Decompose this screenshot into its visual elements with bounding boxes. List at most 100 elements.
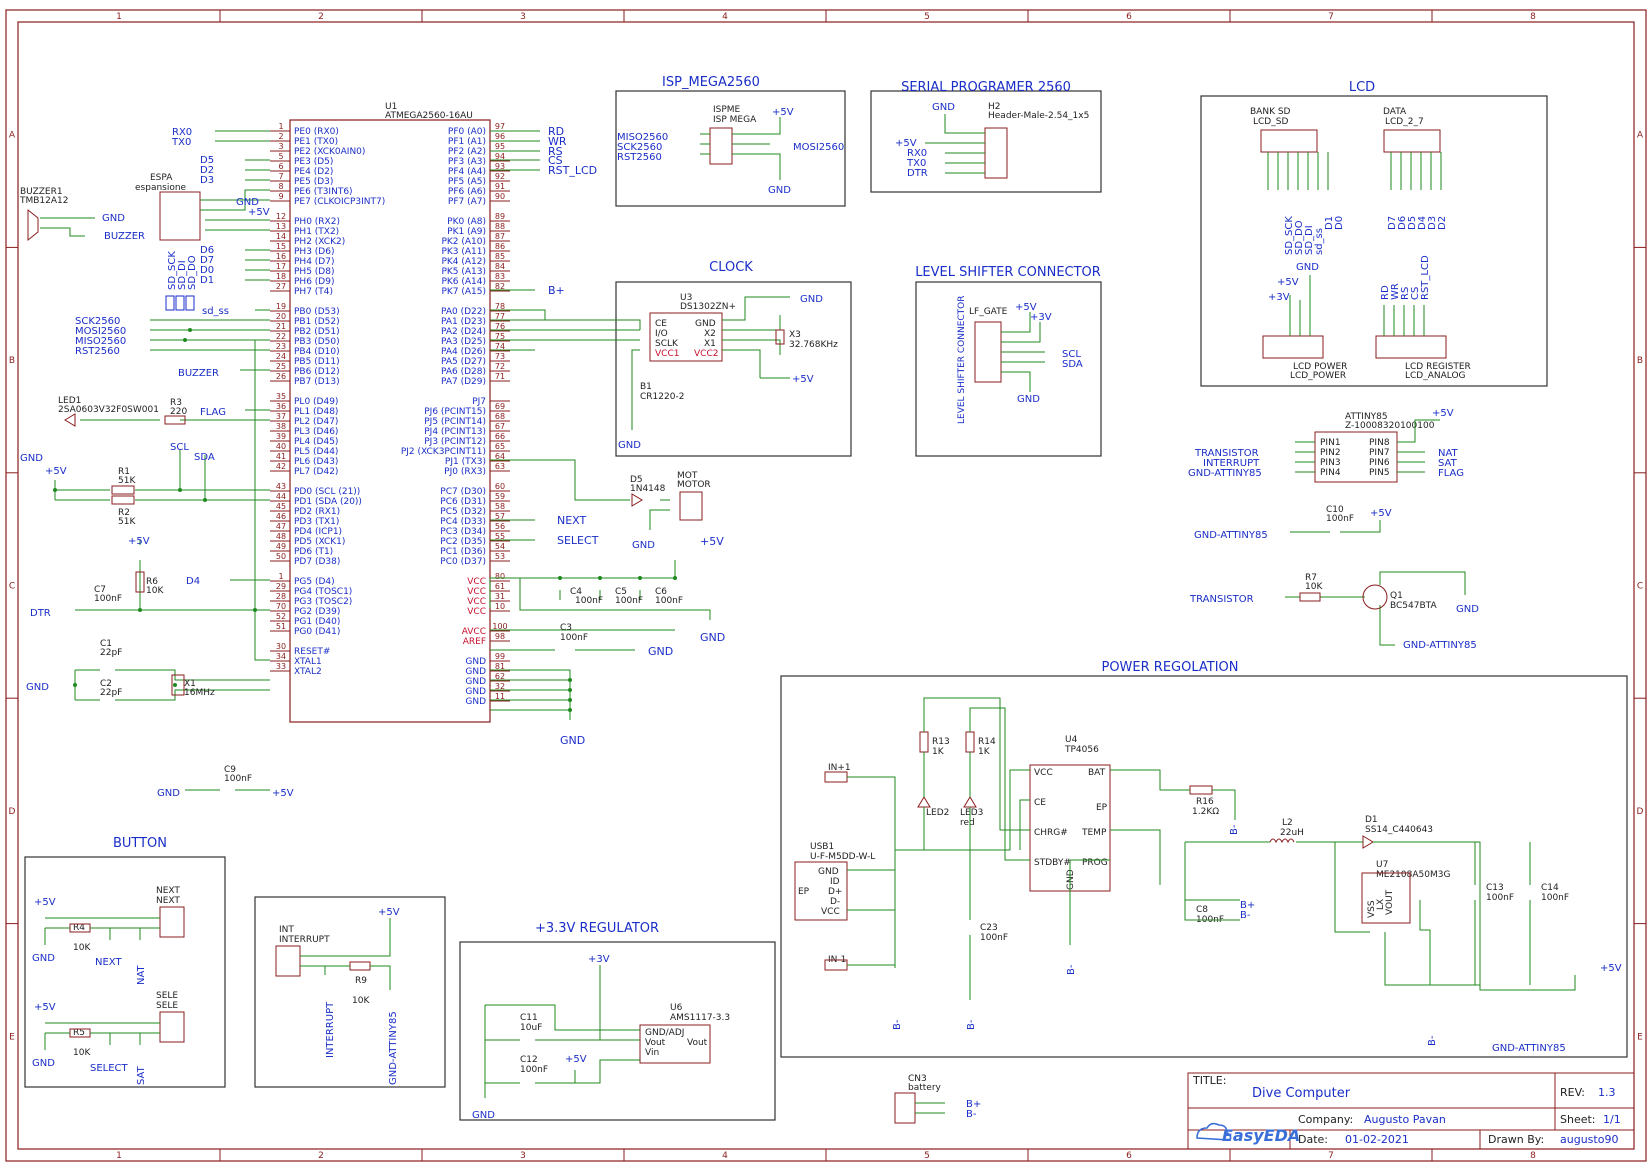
lcd-sd-header	[1260, 129, 1318, 153]
lcd-bank-sd: BANK SD	[1250, 107, 1291, 117]
mcu-pin-number: 97	[495, 122, 505, 131]
mcu-pin-label: PJ2 (XCK3PCINT11)	[401, 447, 486, 457]
boost-u7	[1361, 872, 1411, 924]
net-d2: D2	[200, 165, 214, 176]
mcu-pin-label: PB4 (D10)	[294, 347, 340, 357]
mcu-pin-number: 14	[276, 232, 286, 241]
d1-ref: D1	[1365, 815, 1378, 825]
rtc-ce: CE	[655, 319, 667, 329]
net-d0: D0	[200, 265, 214, 276]
mcu-pin-label: PB2 (D51)	[294, 327, 340, 337]
mcu-pin-label: PD3 (TX1)	[294, 517, 339, 527]
mcu-pin-number: 55	[495, 532, 505, 541]
clock-5v: +5V	[792, 374, 814, 385]
tb-rev-label: REV:	[1560, 1086, 1585, 1099]
mcu-pin-label: PB5 (D11)	[294, 357, 340, 367]
mcu-pin-label: PF3 (A3)	[448, 157, 486, 167]
mcu-pin-number: 9	[278, 192, 283, 201]
attiny-part: Z-10008320100100	[1345, 421, 1435, 431]
mcu-pin-label: PE4 (D2)	[294, 167, 333, 177]
lcd-data: DATA	[1383, 107, 1407, 117]
espa-5v: +5V	[248, 207, 270, 218]
cn3-ref: CN3	[908, 1074, 927, 1084]
mcu-pin-number: 84	[495, 262, 505, 271]
mcu-pin-label: PL4 (D45)	[294, 437, 338, 447]
attiny-ref: ATTINY85	[1345, 412, 1388, 422]
level-shifter-connector	[974, 321, 1002, 383]
mcu-pin-label: GND	[465, 657, 486, 667]
lcd-register-header	[1375, 335, 1447, 359]
mcu-pin-number: 85	[495, 252, 505, 261]
mcu-pin-label: VCC	[467, 587, 486, 597]
u7-ref: U7	[1376, 860, 1388, 870]
net-rd: RD	[548, 125, 564, 138]
mcu-pin-label: PK6 (A14)	[441, 277, 486, 287]
mcu-pin-number: 44	[276, 492, 286, 501]
r13-value: 1K	[932, 747, 945, 757]
c4-ref: C4	[570, 587, 582, 597]
int-5v: +5V	[378, 907, 400, 918]
attiny-pin3: PIN3	[1320, 458, 1341, 468]
serial-gnd: GND	[932, 102, 955, 113]
q1-transistor: TRANSISTOR	[1189, 594, 1254, 605]
mcu-pin-number: 71	[495, 372, 505, 381]
c8-bplus: B+	[1240, 900, 1255, 911]
mcu-pin-label: PA1 (D23)	[441, 317, 486, 327]
frame-col-bottom: 2	[318, 1151, 324, 1161]
lcd-data-header	[1383, 129, 1441, 153]
lcd-net-rst: RST_LCD	[1420, 255, 1431, 300]
isp-5v: +5V	[772, 107, 794, 118]
u6-ref: U6	[670, 1003, 683, 1013]
button-next[interactable]	[159, 906, 185, 938]
r6-symbol	[135, 571, 145, 593]
mcu-pin-number: 33	[276, 662, 286, 671]
u7-vout: VOUT	[1385, 889, 1395, 915]
mcu-pin-label: AVCC	[462, 627, 486, 637]
net-rx0: RX0	[172, 127, 192, 138]
net-d4: D4	[186, 576, 200, 587]
net-d7: D7	[200, 255, 214, 266]
mcu-pin-number: 74	[495, 342, 505, 351]
mcu-pin-label: PG3 (TOSC2)	[294, 597, 352, 607]
frame-col-top: 4	[722, 12, 728, 22]
mcu-pin-label: PK0 (A8)	[447, 217, 486, 227]
sele-ref: SELE	[156, 991, 178, 1001]
mcu-pin-label: PJ5 (PCINT14)	[424, 417, 486, 427]
espa-gnd: GND	[236, 197, 259, 208]
mcu-pin-label: PK4 (A12)	[441, 257, 486, 267]
r1-symbol	[111, 485, 135, 495]
mcu-pin-label: VCC	[467, 607, 486, 617]
mcu-pin-number: 82	[495, 282, 505, 291]
usb-ref: USB1	[810, 842, 834, 852]
mcu-pin-label: GND	[465, 697, 486, 707]
r14-ref: R14	[978, 737, 996, 747]
u7-vss: VSS	[1367, 900, 1377, 918]
button-select[interactable]	[159, 1011, 185, 1043]
int-gnd-attiny: GND-ATTINY85	[388, 1011, 399, 1085]
mcu-pin-number: 31	[495, 592, 505, 601]
r2-symbol	[111, 495, 135, 505]
lcd-net-sd-di: SD_DI	[1304, 225, 1315, 255]
reg-gnd: GND	[472, 1110, 495, 1121]
attiny85-chip	[1314, 431, 1398, 483]
r9-ref: R9	[355, 976, 367, 986]
mcu-pin-label: PH7 (T4)	[294, 287, 333, 297]
ls-rotated-label: LEVEL SHIFTER CONNECTOR	[957, 295, 967, 424]
mcu-pin-number: 63	[495, 462, 505, 471]
power-bminus-2: B-	[966, 1019, 977, 1030]
block-title-isp: ISP_MEGA2560	[662, 75, 760, 90]
usb-gnd: GND	[818, 867, 839, 877]
isp-header	[709, 127, 733, 165]
espa-part: espansione	[135, 183, 187, 193]
power-bminus-5: B-	[1427, 1035, 1438, 1046]
mcu-pin-number: 61	[495, 582, 505, 591]
frame-col-bottom: 8	[1530, 1151, 1536, 1161]
mcu-pin-label: PC4 (D33)	[440, 517, 486, 527]
net-dtr: DTR	[30, 608, 51, 619]
reg-5v: +5V	[565, 1054, 587, 1065]
mcu-pin-label: PF6 (A6)	[448, 187, 486, 197]
r2-value: 51K	[118, 517, 136, 527]
block-title-lcd: LCD	[1349, 80, 1375, 95]
q1-part: BC547BTA	[1390, 601, 1437, 611]
mcu-pin-label: PE2 (XCK0AIN0)	[294, 147, 365, 157]
